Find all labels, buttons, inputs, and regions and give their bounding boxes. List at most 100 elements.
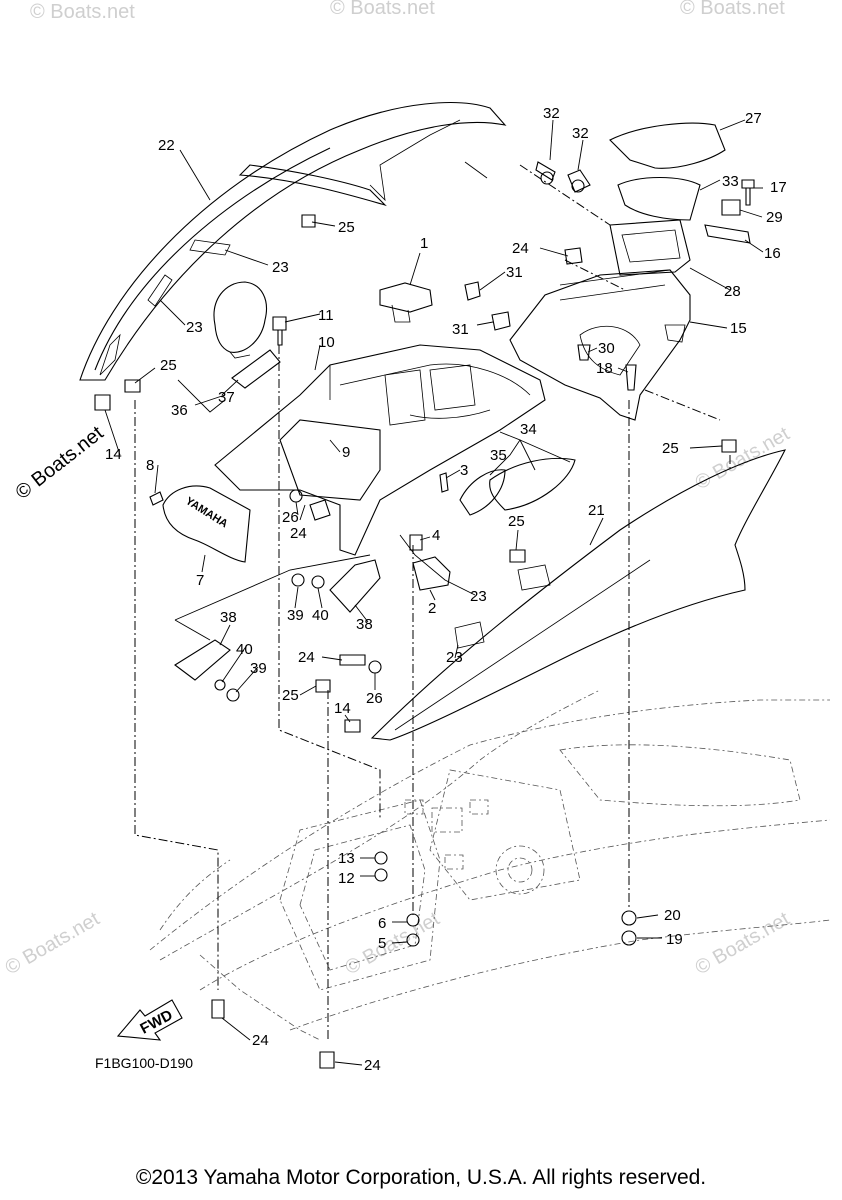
callout-5: 5 xyxy=(378,935,386,952)
callout-25-b: 25 xyxy=(160,357,177,374)
callout-31-a: 31 xyxy=(506,264,523,281)
callout-29: 29 xyxy=(766,209,783,226)
part-40-washer-a xyxy=(311,575,325,589)
part-21-side-cover xyxy=(370,449,787,741)
part-24-bolt-d xyxy=(211,999,225,1019)
part-5-nut xyxy=(406,933,420,947)
callout-37: 37 xyxy=(218,389,235,406)
watermark-top-right: © Boats.net xyxy=(680,0,785,19)
callout-8: 8 xyxy=(146,457,154,474)
callout-14-b: 14 xyxy=(334,700,351,717)
callout-24-a: 24 xyxy=(512,240,529,257)
leader-lines xyxy=(104,119,764,1066)
alignment-lines xyxy=(134,164,731,1040)
part-17-screw xyxy=(741,179,755,206)
part-36-mirror xyxy=(213,281,267,359)
callout-20: 20 xyxy=(664,907,681,924)
part-40-washer-b xyxy=(214,679,226,691)
part-31-clip-b xyxy=(491,311,511,331)
callout-33: 33 xyxy=(722,173,739,190)
callout-32-b: 32 xyxy=(572,125,589,142)
part-31-clip-a xyxy=(464,281,481,301)
callout-4: 4 xyxy=(432,527,440,544)
callout-26-b: 26 xyxy=(366,690,383,707)
part-23-label-c xyxy=(517,564,551,591)
part-38-bracket-a xyxy=(329,559,381,613)
callout-25-e: 25 xyxy=(282,687,299,704)
part-33-pad xyxy=(617,176,701,221)
callout-24-d: 24 xyxy=(252,1032,269,1049)
callout-10: 10 xyxy=(318,334,335,351)
part-29-latch xyxy=(721,199,741,216)
callout-14-a: 14 xyxy=(105,446,122,463)
part-19-nut xyxy=(621,930,637,946)
callout-27: 27 xyxy=(745,110,762,127)
callout-30: 30 xyxy=(598,340,615,357)
part-24-bolt-c xyxy=(564,247,583,265)
callout-25-d: 25 xyxy=(508,513,525,530)
callout-9: 9 xyxy=(342,444,350,461)
part-26-washer-b xyxy=(368,660,382,674)
callout-23-c: 23 xyxy=(470,588,487,605)
callout-21: 21 xyxy=(588,502,605,519)
callout-22: 22 xyxy=(158,137,175,154)
callout-32-a: 32 xyxy=(543,105,560,122)
callout-3: 3 xyxy=(460,462,468,479)
part-14-clip-b xyxy=(344,719,361,733)
callout-25-c: 25 xyxy=(662,440,679,457)
badge-brand-text: YAMAHA xyxy=(183,495,229,530)
callout-40-b: 40 xyxy=(236,641,253,658)
callout-2: 2 xyxy=(428,600,436,617)
part-25-nut-b xyxy=(301,214,316,228)
callout-38-a: 38 xyxy=(356,616,373,633)
part-27-lid xyxy=(609,122,726,169)
part-24-bolt-a xyxy=(309,499,331,521)
part-28-inner-rim xyxy=(621,229,681,263)
part-37-gasket xyxy=(231,349,281,389)
part-25-nut-c xyxy=(509,549,526,563)
part-25-nut-a xyxy=(124,379,141,393)
part-15-storage-housing xyxy=(509,269,691,421)
callout-1: 1 xyxy=(420,235,428,252)
part-25-nut-d xyxy=(721,439,737,453)
part-24-bolt-e xyxy=(319,1051,335,1069)
watermark-bottom-left: © Boats.net xyxy=(2,908,104,980)
part-22-deck-cover xyxy=(79,102,507,381)
part-38-bracket-b xyxy=(174,639,231,681)
part-25-nut-e xyxy=(315,679,331,693)
part-23-label-b xyxy=(147,274,173,307)
watermark-main: © Boats.net xyxy=(12,422,108,504)
callout-39-b: 39 xyxy=(250,660,267,677)
callout-11: 11 xyxy=(318,307,334,324)
part-7-badge: YAMAHA xyxy=(162,485,251,563)
callout-26-a: 26 xyxy=(282,509,299,526)
callout-24-e: 24 xyxy=(364,1057,381,1074)
watermark-top-mid: © Boats.net xyxy=(330,0,435,19)
part-16-bracket xyxy=(704,224,751,244)
callout-15: 15 xyxy=(730,320,747,337)
callout-31-b: 31 xyxy=(452,321,469,338)
callout-numbers: 22 25 23 23 25 11 10 1 32 32 27 33 17 29… xyxy=(105,105,787,1074)
part-4-screw xyxy=(409,534,423,551)
watermark-bottom-mid: © Boats.net xyxy=(342,908,444,980)
hull-outline xyxy=(149,689,831,1041)
copyright-notice: ©2013 Yamaha Motor Corporation, U.S.A. A… xyxy=(135,1166,707,1189)
watermark-right: © Boats.net xyxy=(692,423,794,495)
part-1-grip xyxy=(379,282,433,323)
part-10-rear-deck xyxy=(214,344,546,556)
part-14-clip-a xyxy=(94,394,111,411)
callout-24-c: 24 xyxy=(298,649,315,666)
part-13-washer xyxy=(374,851,388,865)
part-39-nut-b xyxy=(226,688,240,702)
callout-12: 12 xyxy=(338,870,355,887)
part-18-screw xyxy=(625,364,637,391)
part-8-screw xyxy=(149,491,164,506)
part-30-screw xyxy=(577,344,591,361)
callout-25-a: 25 xyxy=(338,219,355,236)
fwd-label: FWD xyxy=(137,1007,175,1038)
part-28-inner-box xyxy=(609,219,691,276)
diagram-code: F1BG100-D190 xyxy=(95,1055,193,1071)
part-20-washer xyxy=(621,910,637,926)
callout-28: 28 xyxy=(724,283,741,300)
